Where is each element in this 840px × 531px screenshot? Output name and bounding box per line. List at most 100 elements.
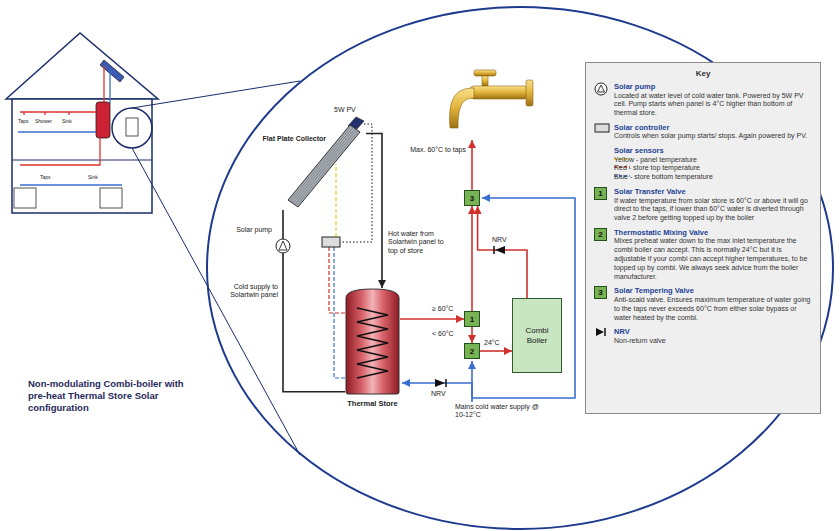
key-icon: 2 [594,228,614,281]
valve-number: 3 [470,194,474,203]
valve-box: 2 [464,343,480,359]
house-illustration [14,188,36,208]
zoom-outline [207,7,833,529]
key-text: Solar pumpLocated at water level of cold… [614,82,812,118]
sensor-wires [329,164,345,378]
legend-text: Blue - store bottom temperature [614,173,713,182]
annotation-label: 5W PV [334,106,356,114]
house-illustration [6,33,158,99]
tap-illustration [450,88,474,128]
house-illustration [12,99,152,213]
key-row: Solar controllerControls when solar pump… [594,123,812,141]
legend-text: Yellow - panel temperature [614,156,697,165]
legend-heading: NRV [614,327,812,337]
mains-pipes [472,198,575,398]
solar-pump-symbol [279,241,287,250]
sensor-wires [329,247,345,313]
solar-collector: Flat Plate Collector [283,120,366,210]
tap-illustration [482,76,488,86]
key-row: 2 Thermostatic Mixing ValveMixes preheat … [594,228,812,281]
key-title: Key [594,68,812,79]
nrv-symbol [495,246,505,254]
solar-pump-symbol [595,83,607,95]
node-heading: Flat Plate Collector [263,135,326,142]
key-text: Solar Tempering ValveAnti-scald valve. E… [614,286,812,322]
solar-pump-symbol [594,82,608,96]
annotation-label: Shower [35,118,52,124]
node-heading: Thermal Store [347,399,397,408]
store-body [346,289,399,394]
key-panel: KeySolar pumpLocated at water level of c… [585,62,821,414]
legend-description: Non-return valve [614,337,812,346]
solar-pump-symbol [276,239,290,253]
nrv-symbol [604,328,606,336]
legend-heading: Thermostatic Mixing Valve [614,228,812,238]
pipe-connector [283,210,345,392]
key-text: Thermostatic Mixing ValveMixes preheat w… [614,228,812,281]
key-row: Solar sensorsYellow - panel temperatureR… [594,146,812,182]
key-row: Solar pumpLocated at water level of cold… [594,82,812,118]
key-row: NRVNon-return valve [594,327,812,345]
annotation-label: Mains cold water supply @ 10-12°C [455,403,547,420]
store-cylinder [345,288,400,395]
solar-controller-symbol [594,123,610,133]
boiler-box: Combi Boiler [512,298,562,373]
legend-description: If water temperature from solar store is… [614,197,812,223]
solar-controller [322,237,340,247]
annotation-label: Hot water from Solartwin panel to top of… [388,230,452,255]
solar-pump-symbol [598,85,605,92]
legend-heading: Solar controller [614,123,812,133]
pipe-connector [478,206,527,298]
legend-description: Controls when solar pump starts/ stops. … [614,132,812,141]
heat-coil [357,308,388,378]
house-illustration [96,102,110,138]
house-illustration [18,131,96,132]
annotation-label: Taps [40,174,51,180]
hot-outlet-pipe [471,140,473,190]
diagram-title: Non-modulating Combi-boiler with pre-hea… [28,378,203,414]
legend-text: Red - store top temperature [614,164,700,173]
key-row: 3Solar Tempering ValveAnti-scald valve. … [594,286,812,322]
key-text: Solar controllerControls when solar pump… [614,123,812,141]
legend-heading: Solar Tempering Valve [614,286,812,296]
nrv-symbol [435,379,445,387]
key-text: Solar sensorsYellow - panel temperatureR… [614,146,812,182]
tap-illustration [470,86,528,99]
nrv-symbol [493,246,495,254]
key-icon [594,146,614,182]
mains-pipes [402,198,575,402]
house-illustration [20,112,96,115]
valve-box: 1 [464,311,480,327]
nrv-symbol [435,379,446,387]
callout-number: 2 [594,228,607,241]
house-illustration [112,108,152,148]
annotation-label: NRV [431,390,446,398]
nrv-symbol [445,379,447,387]
house-illustration [12,160,152,161]
house-illustration [103,66,104,104]
tap-illustration [526,80,533,106]
collector-plate [283,120,366,210]
key-icon [594,82,614,118]
pipe-connector [471,206,473,311]
key-row: 1Solar Transfer ValveIf water temperatur… [594,187,812,223]
solar-controller-symbol [595,124,609,132]
nrv-symbol [494,246,505,254]
annotation-label: < 60°C [432,330,454,338]
house-illustration [20,138,100,165]
solar-pump-symbol [276,239,290,253]
node-label: Combi Boiler [515,326,559,346]
house-illustration [6,33,300,455]
house-illustration [126,118,138,136]
callout-number: 1 [594,187,607,200]
legend-line: Red - store top temperature [614,164,812,173]
collector-stripe [296,131,358,206]
thermal-store: Thermal Store [345,288,400,395]
annotation-label: NRV [492,236,507,244]
legend-heading: Solar sensors [614,146,812,156]
sensor-wires [335,164,336,237]
pipe-connector [471,327,473,343]
annotation-label: Cold supply to Solartwin panel [222,283,278,300]
